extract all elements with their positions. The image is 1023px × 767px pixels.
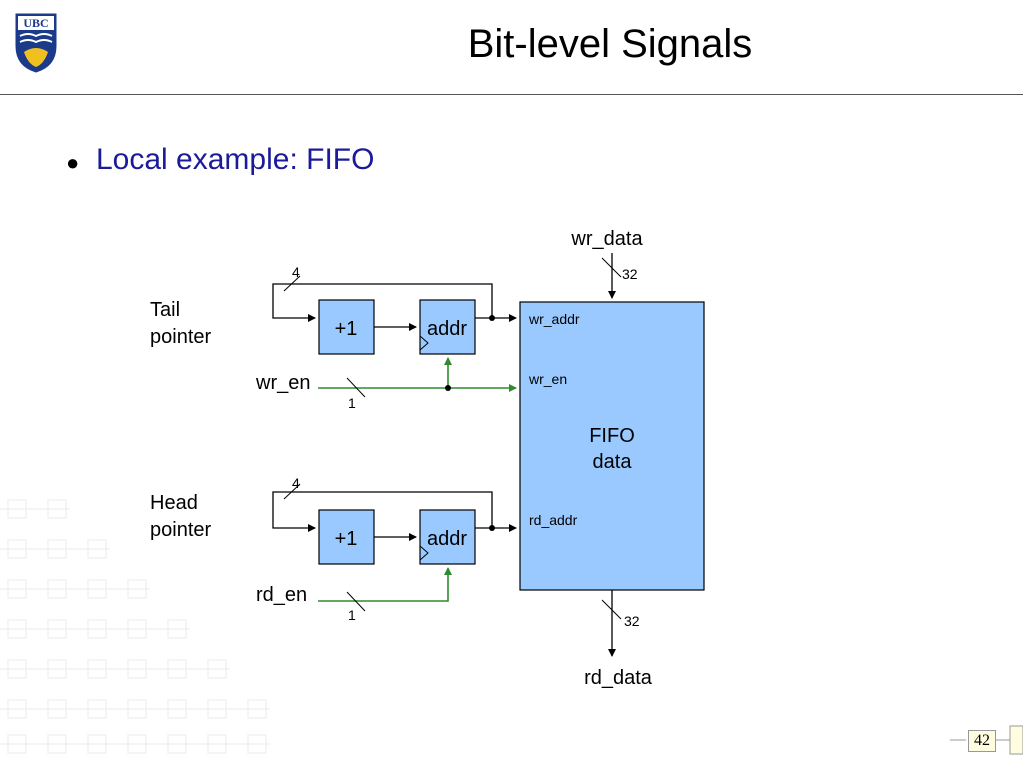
tail-pointer-label-2: pointer: [150, 326, 211, 348]
rd-data-width-tick: [601, 599, 622, 620]
tail-width-tick: [283, 275, 301, 292]
head-increment-label: +1: [335, 528, 358, 550]
tail-feedback-wire: [272, 283, 493, 322]
rd-data-label: rd_data: [584, 667, 653, 689]
rd-en-label: rd_en: [256, 584, 307, 606]
tail-addr-register: [419, 299, 476, 355]
background-grid: [0, 499, 270, 754]
rd-data-width-label: 32: [624, 613, 640, 629]
head-pointer-label-2: pointer: [150, 519, 211, 541]
wr-en-width-label: 1: [348, 395, 356, 411]
head-addr-label: addr: [427, 528, 467, 550]
rd-en-width-label: 1: [348, 607, 356, 623]
head-clock-icon: [419, 545, 429, 561]
fifo-title-2: data: [593, 451, 633, 473]
logo-text: UBC: [23, 16, 48, 30]
wr-en-junction-dot: [445, 385, 451, 391]
wr-data-label: wr_data: [570, 228, 643, 250]
title-divider: [0, 94, 1023, 95]
head-feedback-wire: [272, 491, 493, 532]
wr-data-width-tick: [601, 257, 622, 278]
fifo-data-block: [519, 301, 705, 591]
wr-data-width-label: 32: [622, 266, 638, 282]
tail-clock-icon: [419, 335, 429, 351]
rd-en-width-tick: [346, 591, 366, 612]
wr-en-width-tick: [346, 377, 366, 398]
head-width-tick: [283, 483, 301, 500]
head-width-label: 4: [292, 475, 300, 491]
fifo-title: FIFO: [589, 425, 635, 447]
head-pointer-label: Head: [150, 492, 198, 514]
tail-addr-label: addr: [427, 318, 467, 340]
fifo-port-wr-en: wr_en: [528, 371, 567, 387]
wr-en-label: wr_en: [255, 372, 310, 394]
ubc-logo: UBC: [15, 13, 57, 73]
tail-width-label: 4: [292, 264, 300, 280]
fifo-port-rd-addr: rd_addr: [529, 512, 578, 528]
fifo-port-wr-addr: wr_addr: [528, 311, 580, 327]
bullet-text: Local example: FIFO: [96, 143, 375, 176]
slide-title: Bit-level Signals: [467, 22, 753, 66]
head-addr-register: [419, 509, 476, 565]
rd-en-wire: [318, 567, 452, 602]
tail-increment-label: +1: [335, 318, 358, 340]
head-junction-dot: [489, 525, 495, 531]
tail-pointer-label: Tail: [150, 299, 180, 321]
bullet-marker: ●: [66, 150, 80, 175]
head-increment-block: [318, 509, 375, 565]
tail-increment-block: [318, 299, 375, 355]
tail-junction-dot: [489, 315, 495, 321]
page-deco-box: [1009, 725, 1023, 755]
page-number: 42: [968, 730, 996, 752]
